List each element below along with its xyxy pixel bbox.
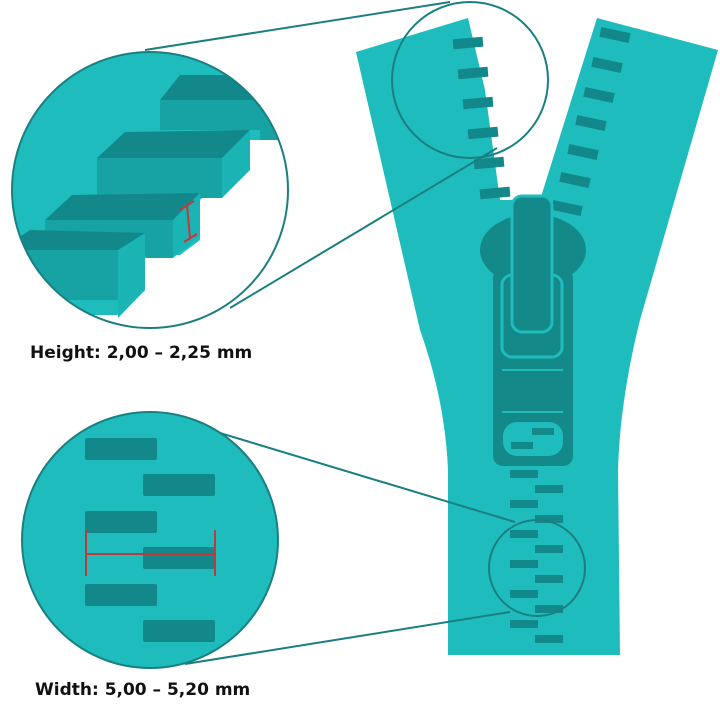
zipper-slider xyxy=(480,194,586,466)
width-label: Width: 5,00 – 5,20 mm xyxy=(35,680,251,700)
height-marker xyxy=(179,200,198,243)
closed-teeth xyxy=(510,470,563,643)
connector-lines xyxy=(144,1,516,665)
width-callout xyxy=(21,411,279,669)
width-source-circle xyxy=(488,519,586,617)
left-teeth xyxy=(452,36,511,200)
width-marker xyxy=(85,530,216,576)
height-callout xyxy=(11,51,289,329)
height-source-circle xyxy=(391,1,549,159)
right-teeth xyxy=(551,26,631,217)
height-label: Height: 2,00 – 2,25 mm xyxy=(30,343,253,363)
